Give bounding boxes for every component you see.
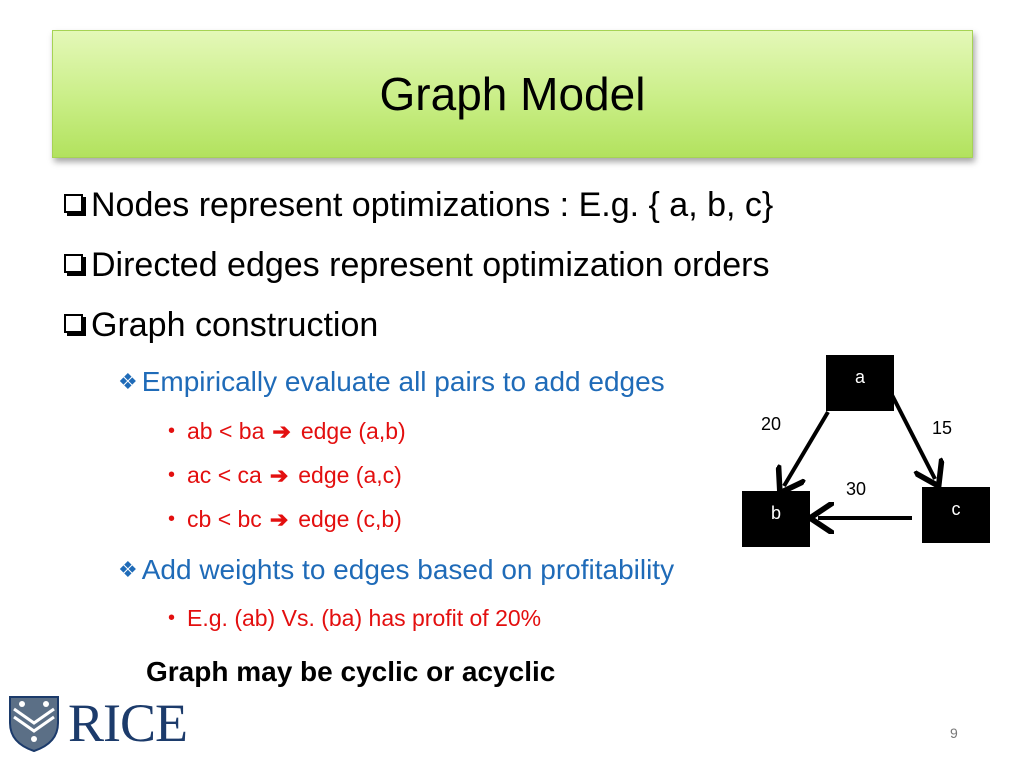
- right-arrow-icon: ➔: [269, 506, 289, 532]
- pair-left: ac < ca: [187, 462, 262, 488]
- edge-a-b: [784, 410, 830, 486]
- pair-left: cb < bc: [187, 506, 262, 532]
- rice-shield-icon: [9, 696, 59, 753]
- diamond-cluster-icon: ❖: [118, 369, 138, 394]
- edge-weight-ab: 20: [761, 414, 782, 434]
- sub-bullet-empirical: ❖ Empirically evaluate all pairs to add …: [118, 366, 665, 398]
- edge-weight-cb: 30: [846, 479, 867, 499]
- rice-logo: RICE: [6, 692, 188, 754]
- profit-text: E.g. (ab) Vs. (ba) has profit of 20%: [187, 605, 542, 631]
- edge-a-c: [890, 394, 935, 479]
- bullet-text: Directed edges represent optimization or…: [91, 246, 770, 284]
- bullet-nodes: Nodes represent optimizations : E.g. { a…: [62, 186, 773, 225]
- right-arrow-icon: ➔: [272, 418, 291, 444]
- node-label: b: [770, 503, 781, 523]
- bullet-construction: Graph construction: [62, 306, 378, 345]
- sub-bullet-weights: ❖ Add weights to edges based on profitab…: [118, 554, 674, 586]
- dot-icon: •: [168, 508, 176, 530]
- bullet-text: Nodes represent optimizations : E.g. { a…: [91, 186, 774, 224]
- title-banner: Graph Model: [52, 30, 973, 158]
- pair-right: edge (c,b): [298, 506, 402, 532]
- checkbox-square-icon: [64, 314, 83, 333]
- bullet-text: Graph construction: [91, 306, 379, 344]
- node-label: a: [854, 367, 865, 387]
- right-arrow-icon: ➔: [269, 462, 289, 488]
- cyclic-note: Graph may be cyclic or acyclic: [146, 656, 556, 687]
- checkbox-square-icon: [64, 254, 83, 273]
- sub-bullet-text: Empirically evaluate all pairs to add ed…: [141, 366, 665, 397]
- dot-icon: •: [168, 607, 176, 629]
- pair-left: ab < ba: [187, 418, 265, 444]
- logo-text: RICE: [68, 693, 188, 753]
- slide-title: Graph Model: [379, 68, 646, 120]
- pair-item: • ac < ca ➔ edge (a,c): [168, 462, 402, 489]
- dot-icon: •: [168, 420, 176, 442]
- dot-icon: •: [168, 464, 176, 486]
- graph-node-b: b: [742, 491, 810, 547]
- diamond-cluster-icon: ❖: [118, 557, 138, 582]
- graph-node-c: c: [922, 487, 990, 543]
- checkbox-square-icon: [64, 194, 83, 213]
- pair-item: • cb < bc ➔ edge (c,b): [168, 506, 402, 533]
- edge-weight-ac: 15: [932, 418, 953, 438]
- sub-bullet-text: Add weights to edges based on profitabil…: [141, 554, 675, 585]
- pair-right: edge (a,b): [300, 418, 406, 444]
- node-label: c: [951, 499, 961, 519]
- graph-node-a: a: [826, 355, 894, 411]
- page-number: 9: [950, 725, 958, 741]
- pair-right: edge (a,c): [298, 462, 402, 488]
- bullet-edges: Directed edges represent optimization or…: [62, 246, 769, 285]
- profit-example: • E.g. (ab) Vs. (ba) has profit of 20%: [168, 605, 541, 632]
- pair-item: • ab < ba ➔ edge (a,b): [168, 418, 406, 445]
